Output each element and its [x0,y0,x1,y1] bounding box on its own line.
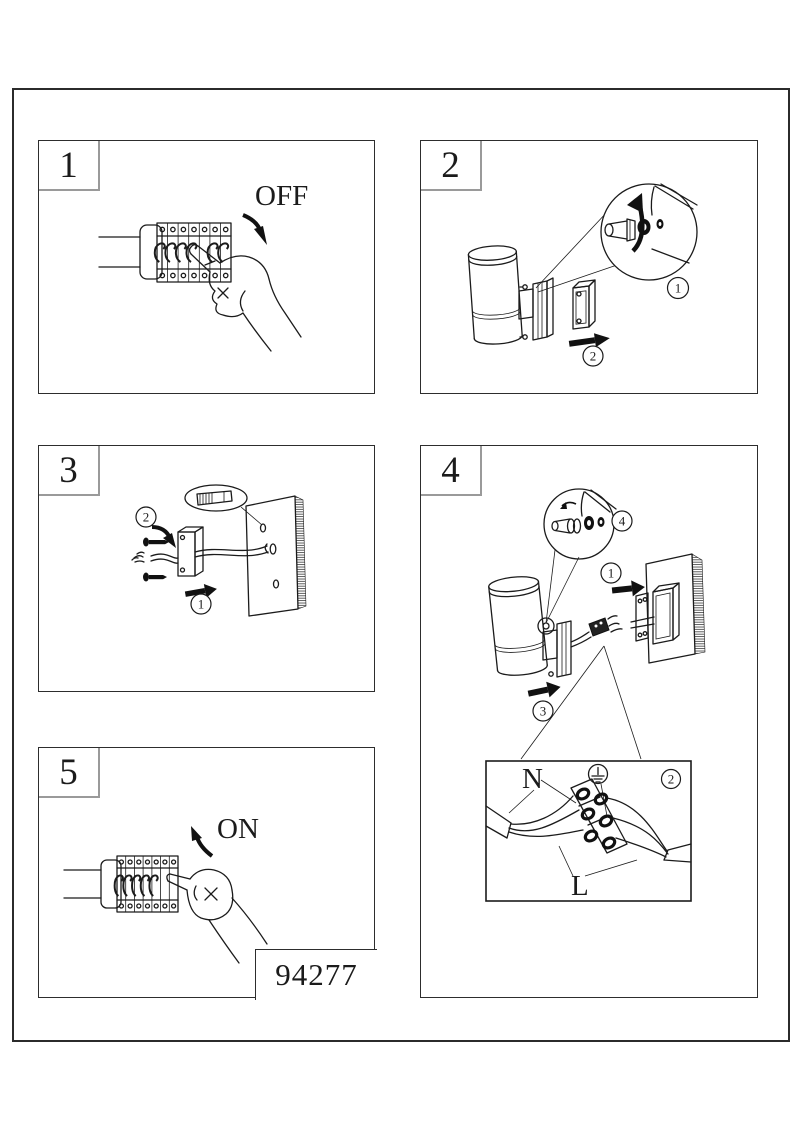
lamp-bracket-drawing [518,277,554,341]
zoom-detail-circle [543,488,617,560]
zoom-cone-lines [545,549,580,624]
wall-drawing [245,495,307,617]
pushing-hand-drawing [166,868,268,964]
on-direction-arrow-icon [191,826,214,858]
step-number: 3 [59,449,78,491]
rotate-arrow-icon [560,501,577,509]
live-label: L [571,870,589,902]
breaker-levers-on [113,874,159,897]
svg-text:3: 3 [540,704,547,719]
washer-icon [584,516,605,530]
wall-anchor-icon [196,490,233,506]
breaker-panel-drawing [63,855,179,913]
breaker-levers-off [153,242,230,263]
left-cable-drawing [485,795,584,839]
step-4-number-tab: 4 [421,446,482,496]
wiring-leader-lines [520,645,642,760]
zoom-cone-lines [535,210,618,293]
off-direction-arrow-icon [242,213,267,245]
wiring-detail-box: N 2 L [485,760,692,902]
wires-and-connector-drawing [570,615,655,648]
step-5-number-tab: 5 [39,748,100,798]
step-number: 1 [59,144,78,186]
svg-text:1: 1 [675,281,682,296]
model-number: 94277 [275,957,358,992]
on-label: ON [217,813,259,845]
callout-2: 2 [582,345,604,367]
callout-1: 1 [666,276,690,300]
step-number: 4 [441,449,460,491]
step-5-illustration: ON [63,813,268,964]
svg-text:2: 2 [590,349,597,364]
mains-cable-drawing [131,543,269,564]
insert-direction-arrow-icon [184,584,217,598]
mounting-bracket-drawing [177,526,204,577]
step-number: 5 [59,751,78,793]
callout-1: 1 [190,593,212,615]
adjustment-screw-icon [551,518,582,534]
step-4-panel: 4 [420,445,758,998]
lamp-cylinder-drawing [488,576,548,676]
attach-direction-arrow-icon [527,681,561,698]
wall-bracket-piece-drawing [572,279,596,330]
step-4-illustration: 4 [485,488,706,902]
step-number: 2 [441,144,460,186]
off-label: OFF [255,180,308,212]
step-1-number-tab: 1 [39,141,100,191]
lamp-cylinder-drawing [467,245,523,345]
breaker-terminal-screws [159,226,229,279]
adjustment-screw-icon [604,218,636,242]
svg-text:1: 1 [608,566,615,581]
step-3-panel: 3 [38,445,375,692]
mounting-screw-icon [143,537,169,582]
breaker-terminal-screws [118,859,177,909]
pointing-hand-drawing [188,244,302,352]
step-1-illustration: OFF [98,180,308,352]
svg-text:2: 2 [668,772,675,787]
step-3-illustration: 2 1 [131,484,307,617]
neutral-label: N [522,763,543,795]
mount-direction-arrow-icon [611,580,645,597]
anchor-detail-oval [184,484,263,526]
svg-text:4: 4 [619,514,626,529]
bracket-screw-icon [519,284,528,340]
lamp-bracket-drawing [537,617,572,678]
step-3-number-tab: 3 [39,446,100,496]
step-5-panel: 5 [38,747,377,1000]
remove-direction-arrow-icon [568,333,610,348]
callout-2: 2 [660,768,682,790]
callout-1: 1 [600,562,622,584]
svg-text:1: 1 [198,597,205,612]
step-2-illustration: 1 2 [467,183,698,367]
earth-ground-icon [587,763,609,785]
right-cable-drawing [606,797,692,863]
rotate-arrow-icon [627,193,645,253]
zoom-detail-circle [600,183,698,281]
breaker-panel-drawing [98,222,232,283]
breaker-module-dividers [125,856,170,912]
terminal-block-drawing [570,778,628,854]
step-2-number-tab: 2 [421,141,482,191]
wall-drawing [645,553,706,664]
tighten-rotate-arrow-icon [151,525,176,548]
breaker-module-dividers [167,223,221,282]
wall-bracket-drawing [635,582,680,645]
svg-text:2: 2 [143,510,150,525]
callout-4: 4 [611,510,633,532]
step-1-panel: 1 [38,140,375,394]
step-2-panel: 2 [420,140,758,394]
callout-3: 3 [532,700,554,722]
callout-2: 2 [135,506,157,528]
model-number-box: 94277 [255,949,377,1000]
